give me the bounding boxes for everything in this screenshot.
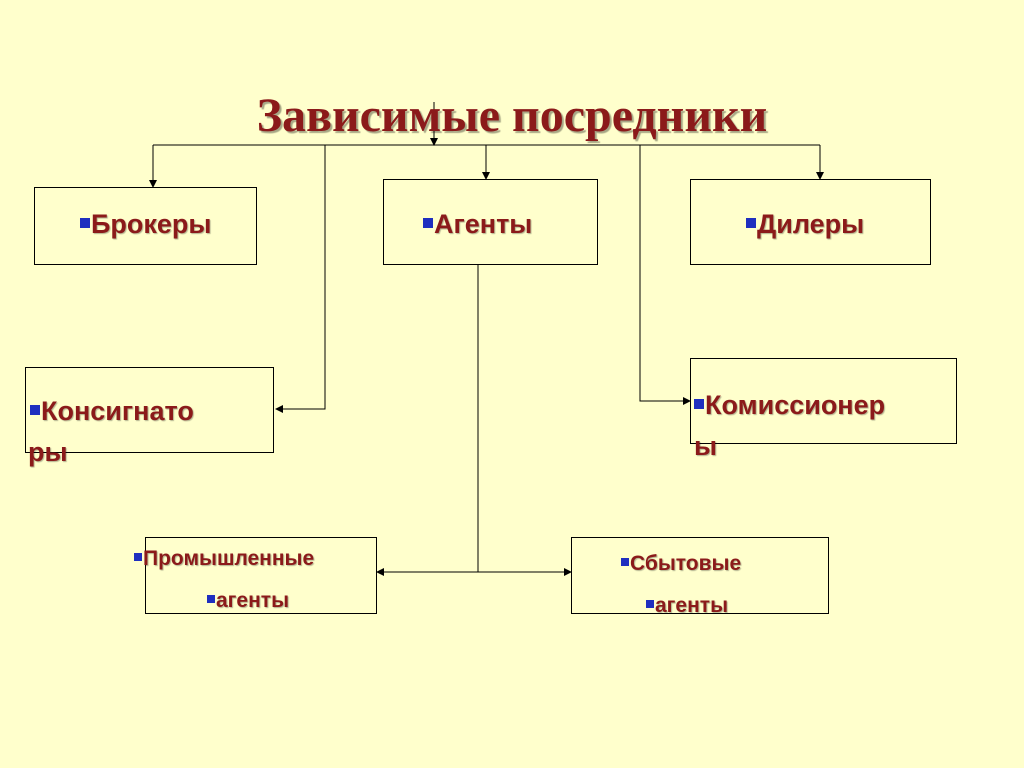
diagram-title: Зависимые посредники (256, 89, 768, 142)
sales-agents-label: Сбытовые (621, 551, 741, 577)
dealers-box (690, 179, 931, 265)
agents-label: Агенты (423, 208, 532, 240)
commissioners-label-line2: ы (694, 431, 718, 461)
consignors-box (25, 367, 274, 453)
industrial-agents-label: Промышленные (134, 546, 314, 572)
arrow-to-consignors (275, 145, 326, 413)
square-bullet-icon (134, 553, 142, 562)
consignors-label-line2: ры (28, 437, 68, 467)
arrow-to-commissioners (639, 145, 691, 405)
square-bullet-icon (80, 217, 90, 228)
square-bullet-icon (423, 217, 433, 228)
square-bullet-icon (621, 558, 629, 567)
brokers-box (34, 187, 257, 265)
brokers-label: Брокеры (80, 208, 211, 240)
square-bullet-icon (30, 404, 40, 415)
square-bullet-icon (746, 217, 756, 228)
agents-box (383, 179, 598, 265)
consignors-label: Консигнато (30, 395, 194, 427)
square-bullet-icon (646, 600, 654, 609)
commissioners-label: Комиссионер (694, 389, 885, 421)
industrial-agents-label-line2: агенты (207, 588, 289, 614)
dealers-label: Дилеры (746, 208, 864, 240)
square-bullet-icon (207, 595, 215, 604)
sales-agents-label-line2: агенты (646, 593, 728, 619)
square-bullet-icon (694, 398, 704, 409)
